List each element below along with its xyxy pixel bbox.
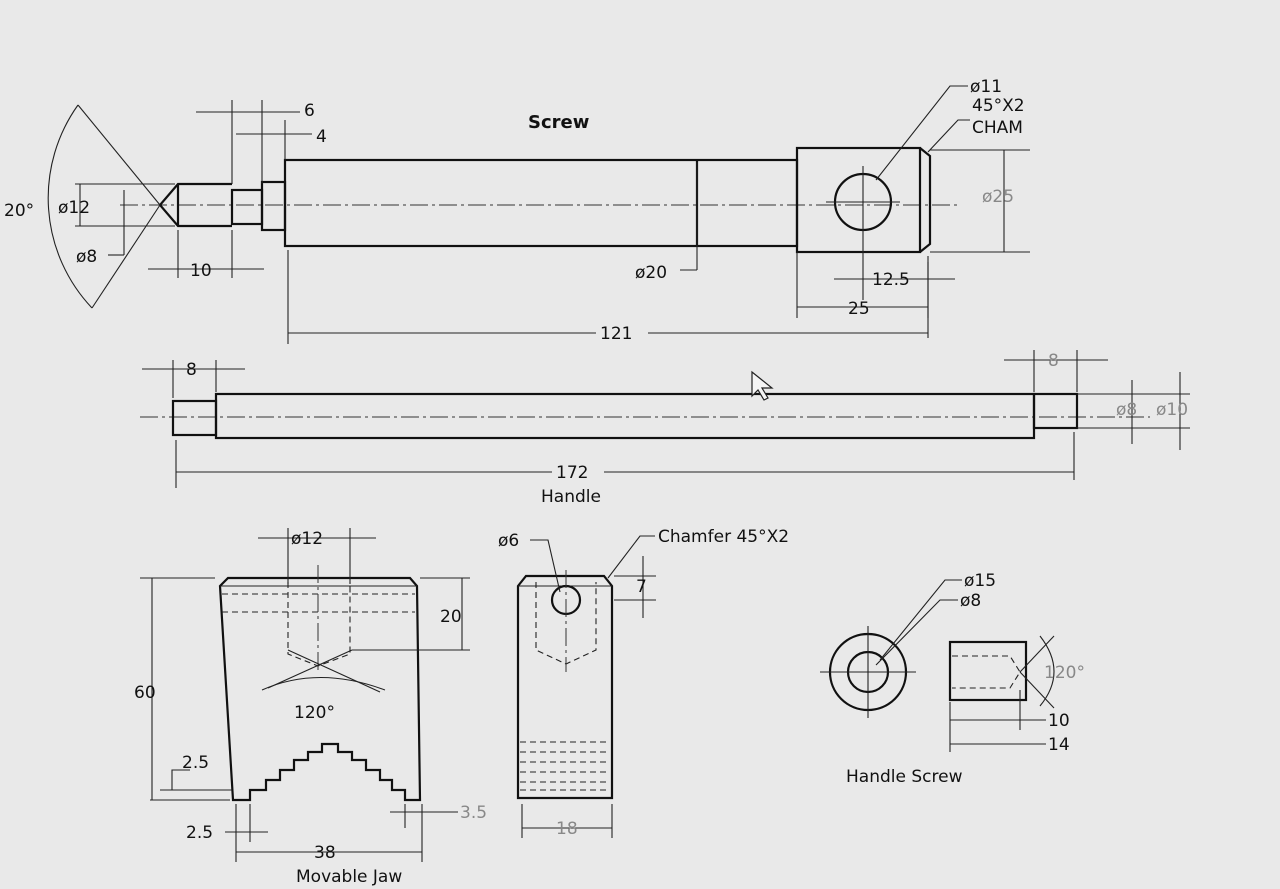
hs-120-leader-a [1019, 635, 1055, 673]
angle-leader-bottom [91, 204, 161, 309]
dim-d8: ø8 [76, 247, 97, 267]
jaw-dim-120: 120° [294, 703, 335, 723]
hs-d8-leader [875, 599, 958, 666]
jaw-120-leader-l [267, 649, 353, 689]
jaw-title: Movable Jaw [296, 867, 402, 887]
dim-8-right: 8 [1048, 351, 1059, 371]
jaw-dim-d12: ø12 [291, 529, 323, 549]
screw-view: 20° ø12 ø8 10 6 4 Screw ø20 121 [4, 77, 1030, 344]
screw-title: Screw [528, 112, 589, 133]
side-dim-7: 7 [636, 577, 647, 597]
dim-d6-leader [530, 539, 561, 593]
dim-d10-handle: ø10 [1156, 400, 1188, 420]
jaw-120-leader-r [287, 649, 381, 693]
jaw-outline [218, 576, 422, 802]
jaw-side-view: ø6 Chamfer 45°X2 7 18 [498, 527, 789, 839]
hs-d15-leader [879, 579, 962, 661]
dim-d8-handle: ø8 [1116, 400, 1137, 420]
handle-view: 8 8 ø8 ø10 172 Handle [140, 350, 1190, 507]
mouse-cursor-icon [751, 370, 774, 401]
dim-d11-leader [875, 85, 968, 181]
side-dim-d6: ø6 [498, 531, 519, 551]
dim-8-left: 8 [186, 360, 197, 380]
side-chamfer: Chamfer 45°X2 [658, 527, 789, 547]
handle-screw-view: ø15 ø8 120° 10 14 Handle Screw [820, 571, 1085, 787]
hs-120-leader-b [1019, 671, 1055, 709]
chamfer-leader [607, 535, 655, 579]
side-dim-18: 18 [556, 819, 578, 839]
screw-shaft [283, 158, 799, 248]
jaw-120-arc [261, 676, 386, 691]
screw-head [795, 146, 922, 254]
dim-121-gap [596, 320, 648, 342]
dim-d25: ø25 [982, 187, 1014, 207]
hs-dim-d15: ø15 [964, 571, 996, 591]
dim-cham-angle: 45°X2 [972, 96, 1025, 116]
dim-172: 172 [556, 463, 588, 483]
dim-d12: ø12 [58, 198, 90, 218]
handle-rod [214, 392, 1036, 440]
jaw-dim-20: 20 [440, 607, 462, 627]
jaw-dim-38: 38 [314, 843, 336, 863]
dim-cham-label: CHAM [972, 118, 1023, 138]
jaw-dim-2-5-bottom: 2.5 [186, 823, 213, 843]
handle-end-right [1032, 392, 1079, 430]
hs-side-hidden [952, 655, 1021, 689]
screw-step-d12 [260, 180, 287, 232]
dim-121: 121 [600, 324, 632, 344]
dim-angle-20: 20° [4, 201, 34, 221]
angle-arc [47, 104, 93, 309]
jaw-hidden-hole [287, 582, 351, 667]
dim-d20: ø20 [635, 263, 667, 283]
handle-end-left [171, 399, 218, 437]
jaw-dim-2-5-top: 2.5 [182, 753, 209, 773]
dim-172-gap [552, 460, 604, 482]
dim-12-5: 12.5 [872, 270, 910, 290]
screw-neck-d8 [230, 188, 264, 226]
angle-leader-top [77, 104, 161, 206]
dim-cham-leader [927, 119, 970, 153]
screw-head-chamfer [919, 147, 932, 253]
handle-title: Handle [541, 487, 601, 507]
hs-title: Handle Screw [846, 767, 963, 787]
dim-25: 25 [848, 299, 870, 319]
hs-dim-d8: ø8 [960, 591, 981, 611]
hs-dim-14: 14 [1048, 735, 1070, 755]
dim-6: 6 [304, 101, 315, 121]
dim-jaw-2-5-top-leader [171, 769, 190, 790]
jaw-dim-3-5: 3.5 [460, 803, 487, 823]
side-outline [516, 574, 614, 800]
movable-jaw-view: 120° ø12 20 60 2.5 2.5 38 3.5 Movable Ja… [134, 528, 487, 887]
hs-dim-120: 120° [1044, 663, 1085, 683]
jaw-dim-60: 60 [134, 683, 156, 703]
hs-side-body [948, 640, 1028, 702]
hs-dim-10: 10 [1048, 711, 1070, 731]
dim-4: 4 [316, 127, 327, 147]
dim-10: 10 [190, 261, 212, 281]
dim-d11: ø11 [970, 77, 1002, 97]
